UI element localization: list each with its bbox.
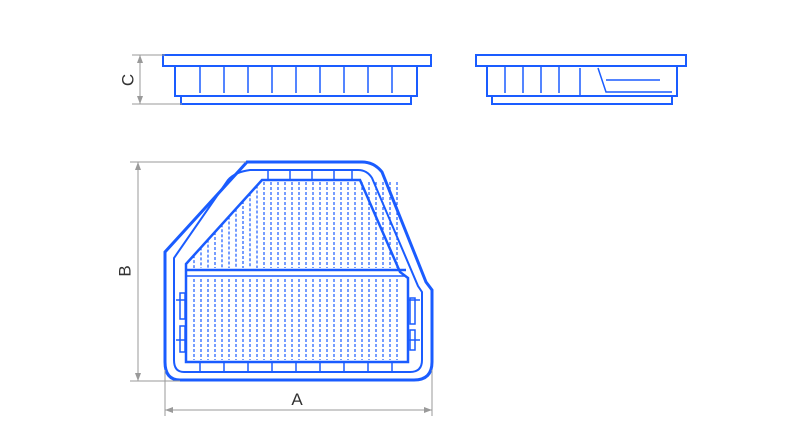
top-view-media-border: [184, 178, 410, 364]
side-view-front-ribs: [199, 66, 393, 93]
dimension-label-b: B: [115, 265, 134, 276]
dimension-label-a: A: [291, 390, 303, 409]
top-view-inner-frame: [173, 169, 423, 373]
dimension-c: C: [118, 54, 182, 105]
top-view: [163, 160, 434, 382]
dimension-b: B: [115, 161, 246, 382]
dimension-label-c: C: [118, 74, 137, 86]
top-view-tabs: [176, 171, 420, 371]
top-view-pleats: [193, 182, 398, 360]
side-view-end: [475, 54, 687, 105]
top-view-outer-frame: [163, 160, 434, 382]
side-view-end-ribs: [504, 66, 560, 93]
dimension-a: A: [164, 370, 433, 416]
side-view-front: [162, 54, 432, 105]
